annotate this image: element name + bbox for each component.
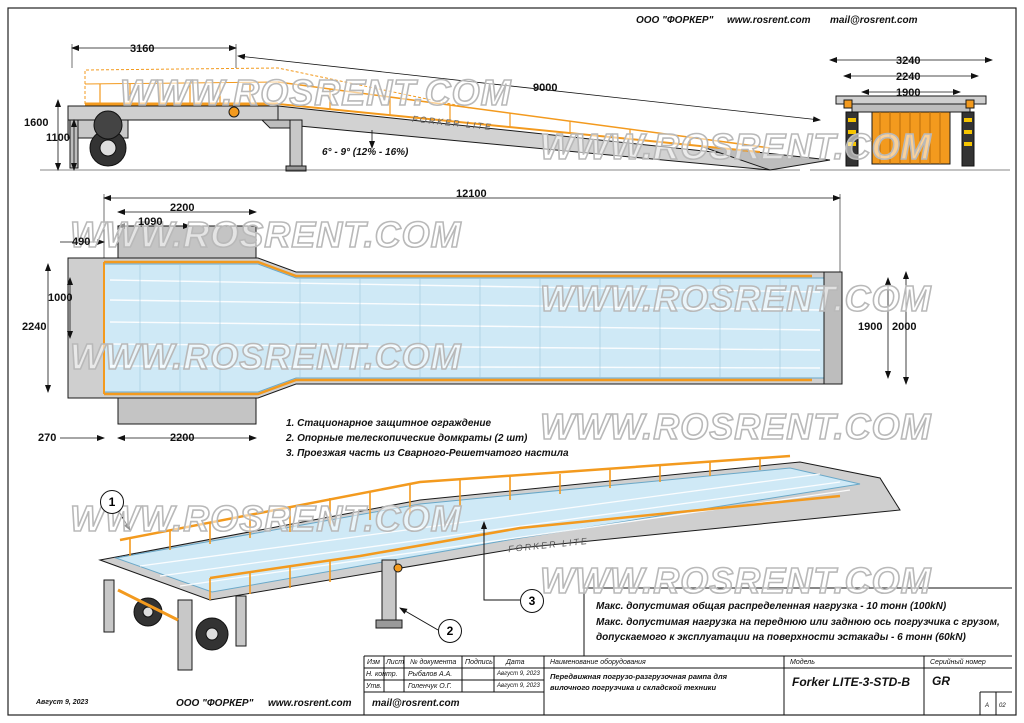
tb-equipment-line-1: Передвижная погрузо-разгрузочная рампа д…: [550, 672, 728, 681]
spec-line-2: Макс. допустимая нагрузка на переднюю ил…: [596, 617, 1000, 628]
tb-col-date: Дата: [506, 659, 525, 666]
tb-serial-label: Серийный номер: [930, 659, 986, 666]
tb-serial: GR: [932, 674, 950, 688]
dim-1600: 1600: [24, 117, 49, 129]
header-company: ООО "ФОРКЕР": [636, 15, 714, 26]
watermark: WWW.ROSRENT.COM: [539, 559, 932, 602]
tb-col-docnum: № документа: [410, 659, 457, 666]
dim-3240: 3240: [896, 55, 921, 67]
header-email: mail@rosrent.com: [830, 15, 918, 26]
page-frame: [7, 7, 1017, 716]
watermark: WWW.ROSRENT.COM: [69, 213, 462, 256]
watermark: WWW.ROSRENT.COM: [539, 125, 932, 168]
dim-2240-plan: 2240: [22, 321, 47, 333]
dim-1100: 1100: [46, 132, 70, 144]
header-website: www.rosrent.com: [727, 15, 811, 26]
watermark: WWW.ROSRENT.COM: [539, 277, 932, 320]
watermark: WWW.ROSRENT.COM: [119, 71, 512, 114]
callout-3: 3: [520, 589, 544, 613]
dim-9000: 9000: [533, 82, 558, 94]
note-2: 2. Опорные телескопические домкраты (2 ш…: [286, 433, 528, 444]
footer-date: Август 9, 2023: [36, 699, 89, 706]
note-1: 1. Стационарное защитное ограждение: [286, 418, 492, 429]
watermark: WWW.ROSRENT.COM: [69, 497, 462, 540]
dim-2240-front: 2240: [896, 71, 921, 83]
footer-email: mail@rosrent.com: [372, 698, 460, 709]
dim-2000: 2000: [892, 321, 917, 333]
iso-view: [98, 454, 901, 671]
tb-sheet: 02: [999, 703, 1006, 709]
tb-equipment-label: Наименование оборудования: [550, 659, 646, 666]
watermark: WWW.ROSRENT.COM: [539, 405, 932, 448]
dim-1000: 1000: [48, 292, 73, 304]
tb-date-2: Август 9, 2023: [497, 683, 540, 689]
spec-line-1: Макс. допустимая общая распределенная на…: [596, 601, 947, 612]
note-3: 3. Проезжая часть из Сварного-Решетчатог…: [286, 448, 569, 459]
dim-3160: 3160: [130, 43, 155, 55]
callout-2: 2: [438, 619, 462, 643]
tb-equipment-line-2: вилочного погрузчика и складской техники: [550, 683, 717, 692]
tb-col-sheet: Лист: [386, 659, 405, 666]
dim-270: 270: [38, 432, 57, 444]
tb-model-label: Модель: [790, 659, 815, 666]
footer-company: ООО "ФОРКЕР": [176, 698, 254, 709]
tb-name-nkontr: Рыбалов А.А.: [408, 671, 453, 678]
tb-row-nkontr: Н. контр.: [366, 671, 398, 678]
dim-2200-bottom: 2200: [170, 432, 195, 444]
footer-website: www.rosrent.com: [268, 698, 352, 709]
tb-date-1: Август 9, 2023: [497, 671, 540, 677]
dim-12100: 12100: [456, 188, 487, 200]
tb-col-change: Изм: [367, 659, 380, 666]
spec-line-3: допускаемого к эксплуатации на поверхнос…: [596, 632, 966, 643]
side-view: [40, 44, 831, 172]
tb-row-utv: Утв.: [366, 683, 382, 690]
watermark: WWW.ROSRENT.COM: [69, 335, 462, 378]
callout-1: 1: [100, 490, 124, 514]
dim-2200-top: 2200: [170, 202, 195, 214]
dim-1090: 1090: [138, 216, 163, 228]
tb-col-sign: Подпись: [465, 659, 493, 666]
plan-view: [45, 194, 909, 441]
front-view: [810, 57, 1010, 171]
slope-label: 6° - 9° (12% - 16%): [322, 147, 409, 158]
tb-format: A: [985, 703, 990, 709]
tb-name-utv: Голенчук О.Г.: [408, 683, 452, 690]
dim-1900-plan: 1900: [858, 321, 883, 333]
dim-490: 490: [72, 236, 91, 248]
tb-model: Forker LITE-3-STD-B: [792, 675, 911, 689]
title-block-lines: [363, 587, 1012, 715]
dim-1900-front: 1900: [896, 87, 921, 99]
